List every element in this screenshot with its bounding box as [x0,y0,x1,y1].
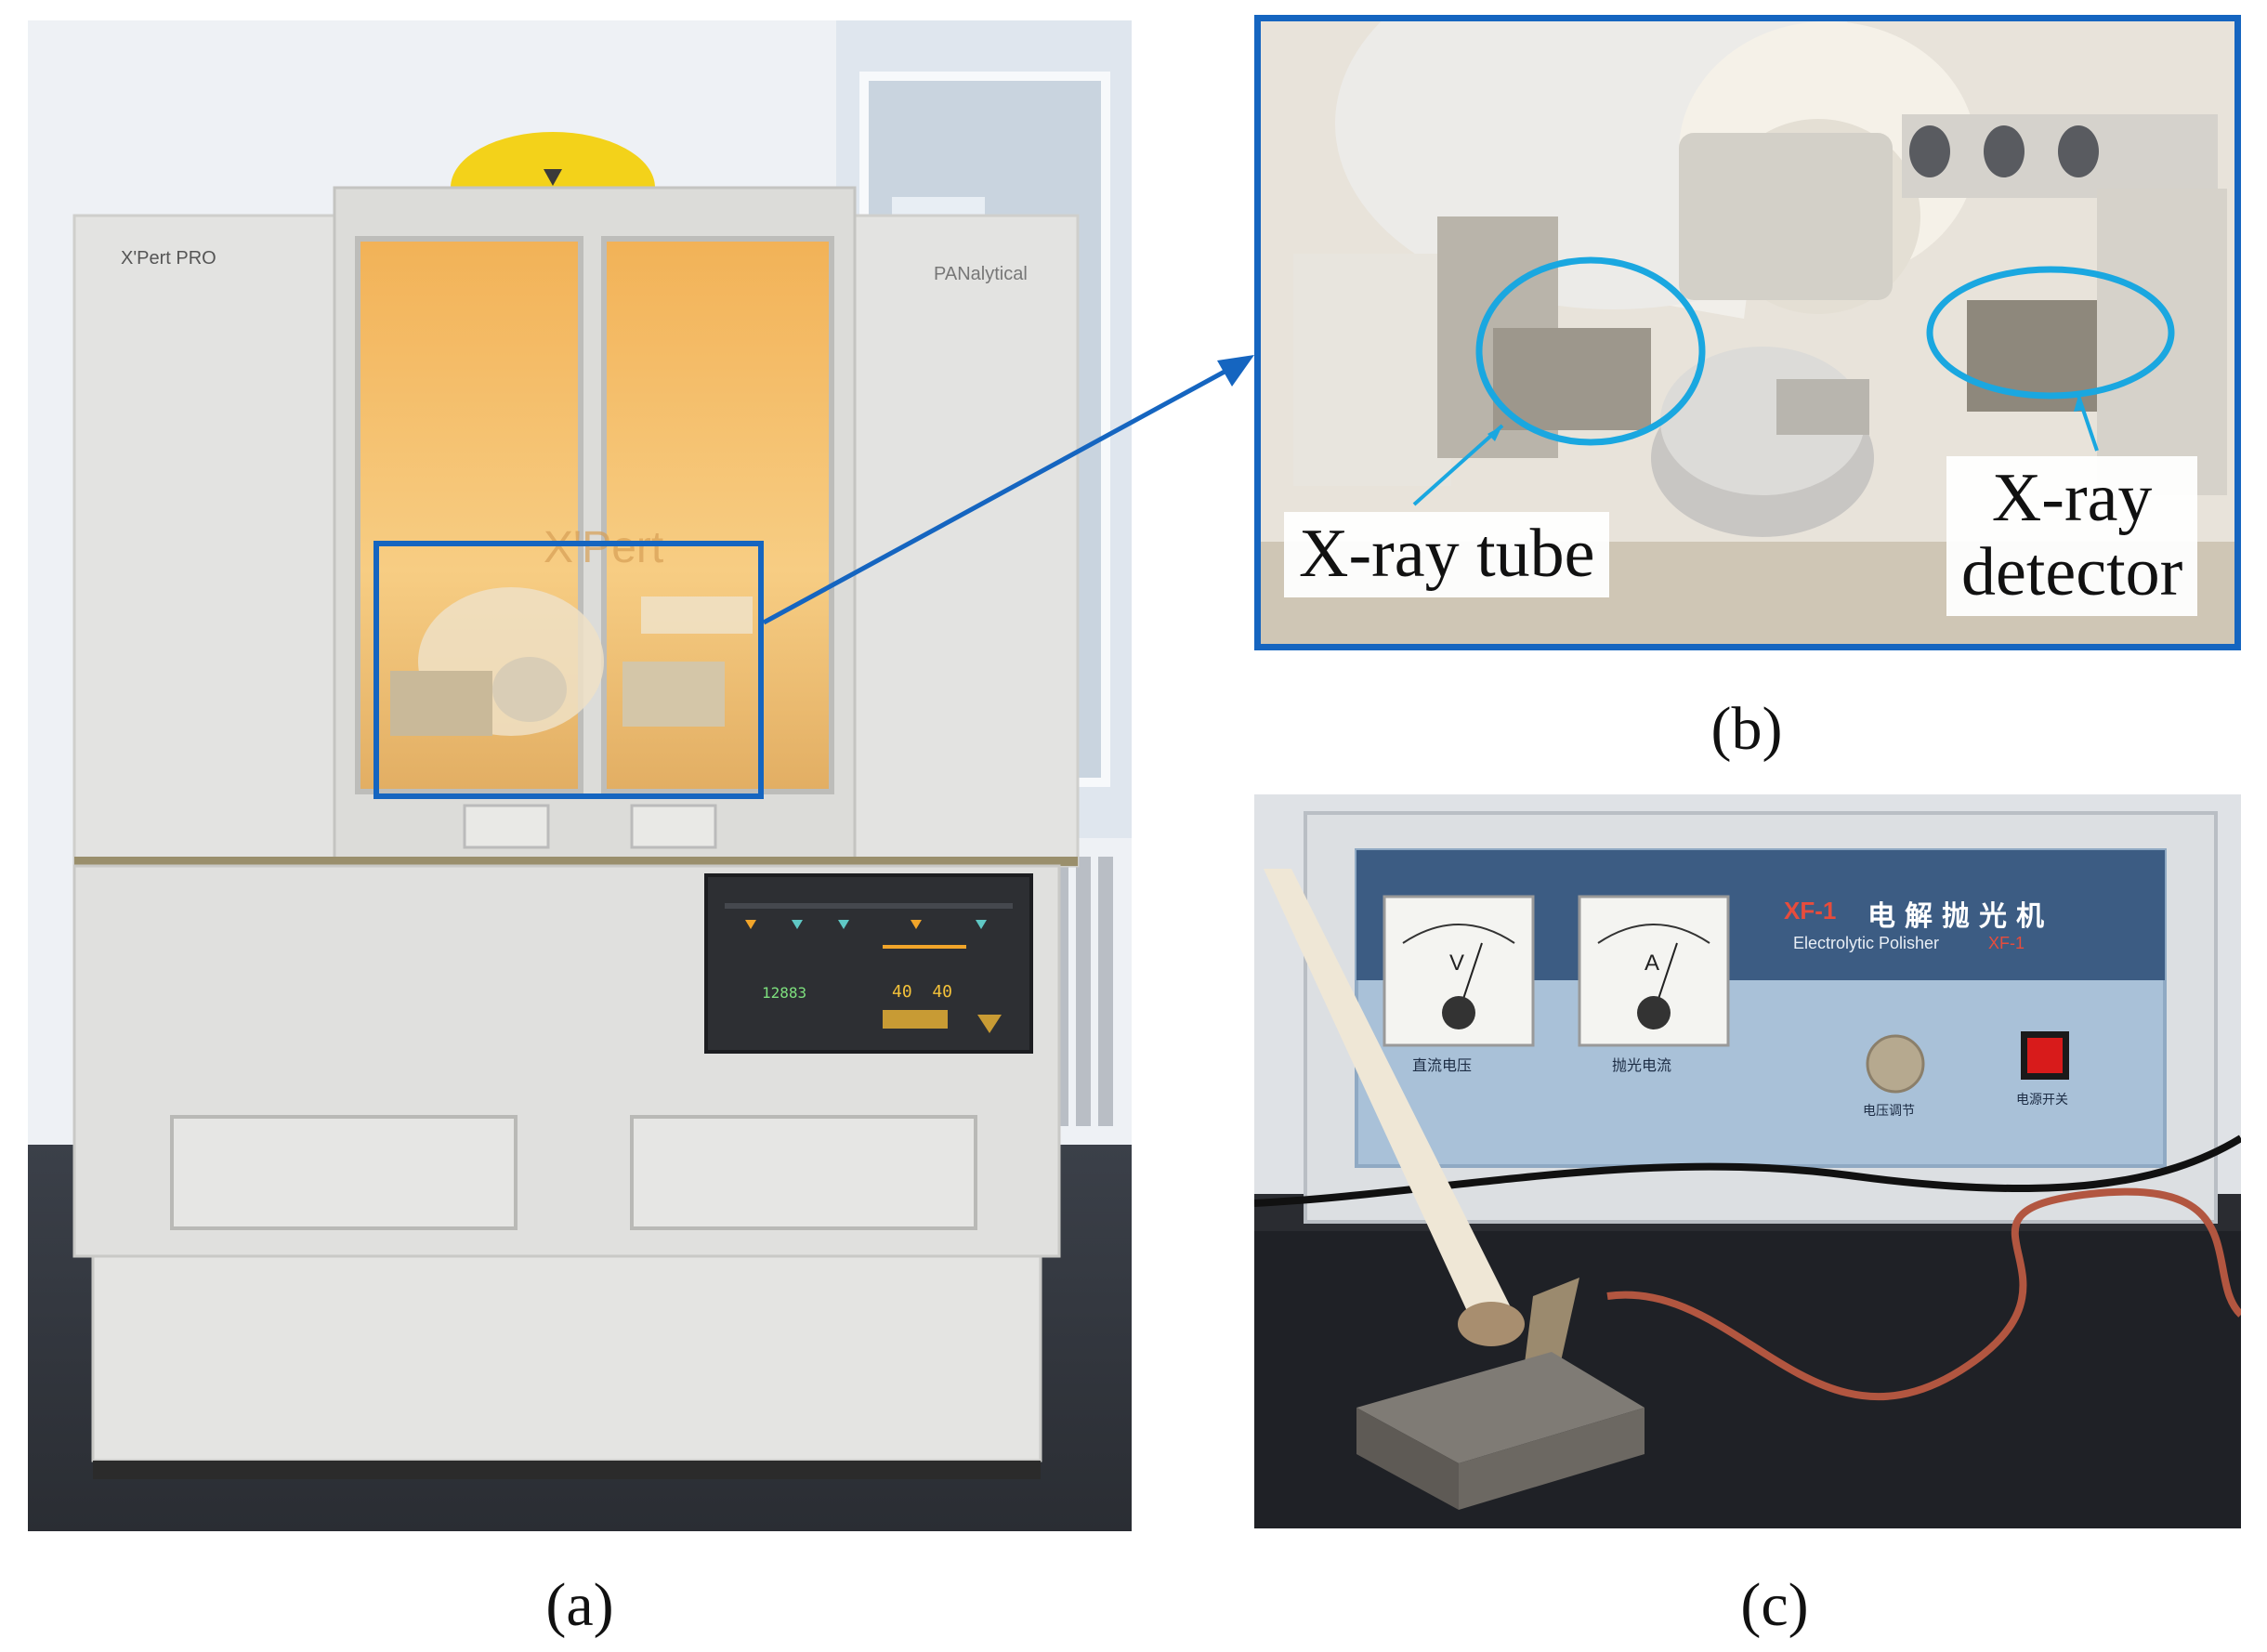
xrd-zoom-photo: X-ray tube X-ray detector [1254,15,2241,650]
x-ray-detector-label-line2: detector [1961,533,2183,610]
meter-a-text: A [1645,951,1660,976]
caption-b: (b) [1710,695,1783,763]
knob-label: 电压调节 [1863,1103,1915,1118]
xrd-photo: X'Pert PRO PANalytical X'Pert 12883 40 4… [28,20,1132,1531]
current-label: 抛光电流 [1612,1058,1672,1074]
x-ray-tube-label: X-ray tube [1284,512,1610,597]
x-ray-detector-label-line1: X-ray [1991,460,2153,536]
switch-label: 电源开关 [2016,1092,2068,1107]
polisher-photo: XF-1 电解抛光机 Electrolytic Polisher XF-1 V … [1254,794,2241,1528]
brand-maker-text: PANalytical [934,264,1028,284]
caption-a: (a) [545,1571,614,1639]
display-left-readout: 12883 [762,984,807,1002]
model-small-text: XF-1 [1988,934,2025,952]
xrd-zoom-drawing [1261,21,2234,644]
display-right-readout: 40 40 [892,982,953,1002]
window-logo-text: X'Pert [544,523,664,572]
caption-c: (c) [1740,1571,1809,1639]
x-ray-detector-label: X-ray detector [1946,456,2198,616]
model-text: XF-1 [1784,897,1837,924]
voltage-label: 直流电压 [1412,1058,1473,1074]
highlight-box [373,541,764,799]
meter-v-text: V [1449,951,1465,976]
brand-model-text: X'Pert PRO [121,248,216,269]
name-en-text: Electrolytic Polisher [1793,934,1940,952]
polisher-drawing [1254,794,2241,1528]
name-cn-text: 电解抛光机 [1867,901,2053,932]
